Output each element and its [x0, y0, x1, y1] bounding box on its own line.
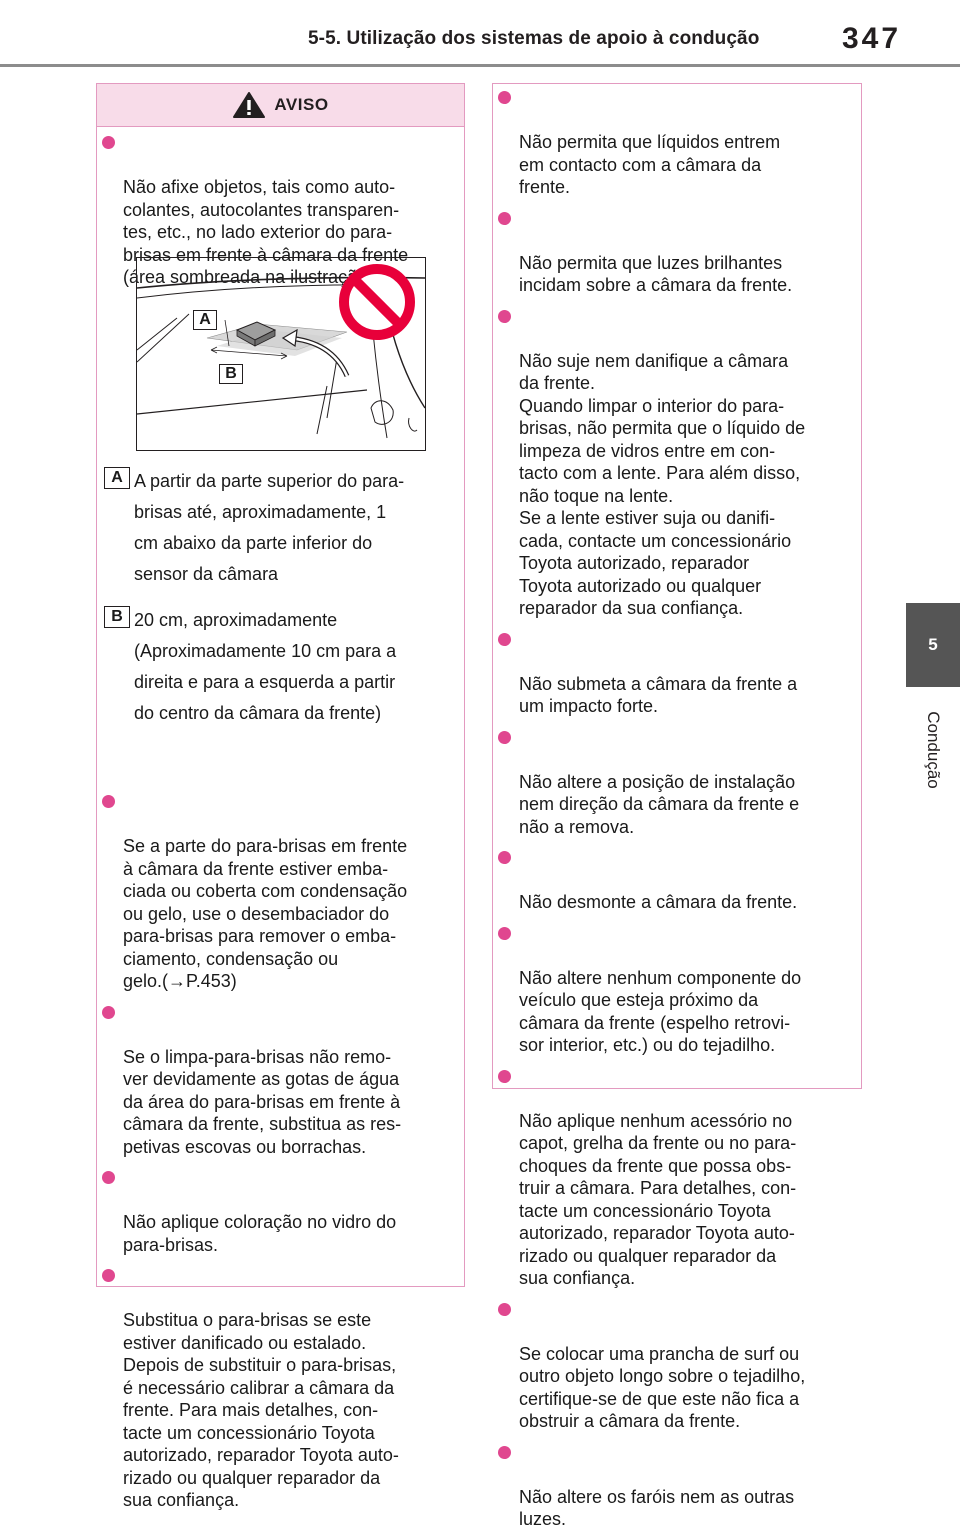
figure-label-b: B	[219, 364, 243, 384]
callout-a-text: A partir da parte superior do para- bris…	[134, 471, 405, 584]
list-item-text: Não aplique coloração no vidro do para-b…	[123, 1212, 397, 1255]
warning-list-left: Se a parte do para-brisas em frente à câ…	[97, 790, 464, 1518]
callout-badge-b: B	[104, 606, 130, 628]
list-item-text: Não afixe objetos, tais como auto- colan…	[123, 177, 409, 287]
chapter-label: Condução	[924, 711, 944, 789]
warning-title: AVISO	[274, 95, 329, 114]
list-item: Não desmonte a câmara da frente.	[493, 846, 861, 914]
bullet-icon	[498, 211, 511, 225]
bullet-icon	[498, 309, 511, 323]
prohibition-icon	[339, 264, 415, 340]
bullet-icon	[102, 1005, 115, 1019]
warning-box-right: Não permita que líquidos entrem em conta…	[492, 83, 862, 1529]
bullet-icon	[498, 1069, 511, 1083]
bullet-icon	[498, 91, 511, 104]
list-item: Não submeta a câmara da frente a um impa…	[493, 628, 861, 718]
list-item: Se o limpa-para-brisas não remo- ver dev…	[97, 1001, 464, 1159]
bullet-icon	[102, 795, 115, 808]
windshield-camera-illustration: A B	[136, 257, 426, 451]
list-item: Não afixe objetos, tais como auto- colan…	[97, 131, 464, 289]
list-item-text: Não submeta a câmara da frente a um impa…	[519, 673, 798, 717]
warning-header: AVISO	[97, 84, 464, 127]
callout-a: A partir da parte superior do para- bris…	[134, 466, 454, 590]
list-item: Substitua o para-brisas se este estiver …	[97, 1264, 464, 1512]
bullet-icon	[498, 632, 511, 646]
list-item-text: Não permita que líquidos entrem em conta…	[519, 132, 781, 197]
header-divider	[0, 64, 960, 67]
warning-triangle-icon	[233, 92, 266, 118]
warning-list-right: Não permita que líquidos entrem em conta…	[493, 84, 861, 1531]
bullet-icon	[498, 851, 511, 864]
list-item-text: Não altere os faróis nem as outras luzes…	[519, 1486, 795, 1530]
list-item-text: Não aplique nenhum acessório no capot, g…	[519, 1110, 797, 1289]
bullet-icon	[498, 1445, 511, 1459]
list-item-text: Não permita que luzes brilhantes incidam…	[519, 252, 793, 296]
list-item-text: Se o limpa-para-brisas não remo- ver dev…	[123, 1046, 402, 1157]
list-item: Não suje nem danifique a câmara da frent…	[493, 305, 861, 620]
section-title: 5-5. Utilização dos sistemas de apoio à …	[308, 28, 760, 49]
bullet-icon	[498, 926, 511, 940]
chapter-tab: 5	[906, 603, 960, 687]
page-number: 347	[842, 22, 902, 55]
list-item: Não permita que líquidos entrem em conta…	[493, 86, 861, 199]
list-item: Não altere os faróis nem as outras luzes…	[493, 1441, 861, 1531]
bullet-icon	[498, 1302, 511, 1316]
chapter-number: 5	[928, 635, 938, 654]
list-item-text: Substitua o para-brisas se este estiver …	[123, 1310, 399, 1510]
list-item-text: Não altere nenhum componente do veículo …	[519, 967, 802, 1056]
list-item-text: Não suje nem danifique a câmara da frent…	[519, 350, 806, 619]
list-item-text: Não desmonte a câmara da frente.	[519, 892, 798, 912]
list-item: Não altere nenhum componente do veículo …	[493, 922, 861, 1057]
list-item: Não permita que luzes brilhantes incidam…	[493, 207, 861, 297]
bullet-icon	[102, 1171, 115, 1184]
callout-b: 20 cm, aproximadamente (Aproximadamente …	[134, 605, 454, 729]
list-item: Não altere a posição de instalação nem d…	[493, 726, 861, 839]
list-item-text: Não altere a posição de instalação nem d…	[519, 771, 800, 837]
list-item: Se colocar uma prancha de surf ou outro …	[493, 1298, 861, 1433]
bullet-icon	[498, 730, 511, 744]
callout-badge-a: A	[104, 467, 130, 489]
callout-b-text: 20 cm, aproximadamente (Aproximadamente …	[134, 610, 397, 723]
bullet-icon	[102, 136, 115, 149]
bullet-icon	[102, 1269, 115, 1282]
list-item: Não aplique nenhum acessório no capot, g…	[493, 1065, 861, 1290]
windshield-drawing	[137, 264, 425, 439]
list-item-text: Se a parte do para-brisas em frente à câ…	[123, 836, 408, 991]
list-item-text: Se colocar uma prancha de surf ou outro …	[519, 1343, 806, 1432]
chapter-label-container: Condução	[906, 690, 960, 810]
list-item: Se a parte do para-brisas em frente à câ…	[97, 790, 464, 993]
list-item: Não aplique coloração no vidro do para-b…	[97, 1166, 464, 1256]
figure-label-a: A	[193, 310, 217, 330]
